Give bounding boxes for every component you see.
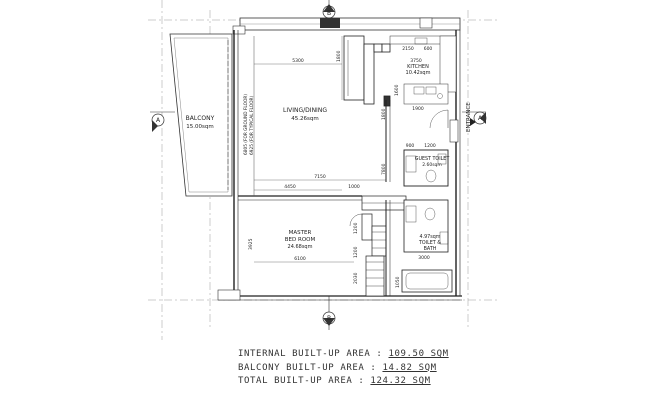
dim-master-side-b: 1200	[353, 246, 359, 258]
entrance-label: ENTRANCE	[466, 102, 472, 132]
master-area: 24.68sqm	[288, 244, 313, 250]
balcony-area-label: BALCONY BUILT-UP AREA :	[238, 362, 377, 373]
master-name-2: BED ROOM	[285, 237, 316, 243]
dim-living-depth-b: 1800	[381, 108, 387, 120]
dim-bath-w: 3000	[418, 255, 430, 261]
toilet-bath: 4.97sqm TOILET & BATH 3000 1050	[395, 199, 453, 293]
kitchen-area: 10.42sqm	[406, 70, 431, 76]
section-mark-b-bottom: B	[322, 296, 336, 330]
internal-area-value: 109.50 SQM	[388, 349, 449, 359]
section-mark-a-right: A	[462, 111, 487, 125]
living-name: LIVING/DINING	[283, 107, 327, 114]
dim-bath-h: 1050	[395, 276, 401, 288]
dim-living-width: 5300	[292, 58, 304, 64]
section-label-b-bottom: B	[327, 315, 331, 322]
area-summary: INTERNAL BUILT-UP AREA : 109.50 SQM BALC…	[238, 348, 538, 389]
section-mark-b-top: B	[322, 0, 336, 28]
balcony-area: 15.00sqm	[186, 124, 213, 130]
dim-toilet-w2: 1200	[424, 143, 436, 149]
ceiling-note-typical: 6925 (FOR TYPICAL FLOOR)	[249, 96, 255, 155]
dim-toilet-w1: 900	[406, 143, 415, 149]
dim-kitchen-w: 3750	[410, 58, 422, 64]
internal-area-row: INTERNAL BUILT-UP AREA : 109.50 SQM	[238, 348, 538, 362]
bath-name: TOILET &	[418, 240, 441, 246]
entrance: ENTRANCE	[429, 102, 476, 143]
bath-area: 4.97sqm	[420, 234, 441, 240]
total-area-label: TOTAL BUILT-UP AREA :	[238, 376, 365, 386]
dim-kitchen-side: 1600	[394, 84, 400, 96]
balcony: BALCONY 15.00sqm	[169, 33, 233, 197]
dim-kitchen-sub: 1900	[412, 106, 424, 112]
total-area-value: 124.32 SQM	[370, 376, 431, 386]
section-label-b-top: B	[327, 10, 331, 17]
section-label-a-left: A	[156, 117, 161, 124]
dim-master-side-a: 1200	[353, 222, 359, 234]
living-dining: LIVING/DINING 45.26sqm 6805 (FOR GROUND …	[243, 36, 387, 196]
dim-kitchen-top-a: 2150	[402, 46, 414, 52]
balcony-name: BALCONY	[186, 115, 215, 122]
bathtub	[401, 269, 453, 293]
master-bedroom: MASTER BED ROOM 24.68sqm 6100 3925 1200 …	[248, 222, 359, 284]
dim-kitchen-top-b: 600	[424, 46, 433, 52]
living-area: 45.26sqm	[291, 116, 318, 122]
top-wall	[232, 17, 461, 35]
kitchen-partition	[343, 35, 391, 182]
balcony-area-value: 14.82 SQM	[382, 362, 437, 373]
bath-name-2: BATH	[424, 246, 437, 252]
floor-plan: B B A A	[148, 0, 500, 340]
dim-living-depth-a: 1800	[336, 50, 342, 62]
internal-area-label: INTERNAL BUILT-UP AREA :	[238, 349, 383, 359]
ceiling-note-ground: 6805 (FOR GROUND FLOOR)	[243, 94, 249, 155]
kitchen: KITCHEN 10.42sqm 3750 2150 600 1900 1600	[389, 35, 457, 112]
section-mark-a-left: A	[150, 111, 175, 132]
wardrobe-corridor	[349, 195, 407, 297]
wall-column	[217, 289, 241, 301]
dim-living-step: 1000	[348, 184, 360, 190]
balcony-area-row: BALCONY BUILT-UP AREA : 14.82 SQM	[238, 362, 538, 376]
section-label-a-right: A	[478, 115, 483, 122]
dim-living-depth-c: 7800	[381, 163, 387, 175]
dim-master-width: 6100	[294, 256, 306, 262]
guest-toilet-name: GUEST TOILET	[415, 156, 450, 162]
total-area-row: TOTAL BUILT-UP AREA : 124.32 SQM	[238, 375, 538, 389]
guest-toilet: GUEST TOILET 2.60sqm 900 1200	[403, 143, 450, 187]
dim-master-depth: 3925	[248, 238, 254, 250]
dim-master-side-c: 2030	[353, 272, 359, 284]
dim-living-total: 7150	[314, 174, 326, 180]
guest-toilet-area: 2.60sqm	[422, 162, 442, 168]
dim-living-lower: 4450	[284, 184, 296, 190]
kitchen-name: KITCHEN	[407, 64, 429, 70]
master-name: MASTER	[289, 230, 312, 236]
